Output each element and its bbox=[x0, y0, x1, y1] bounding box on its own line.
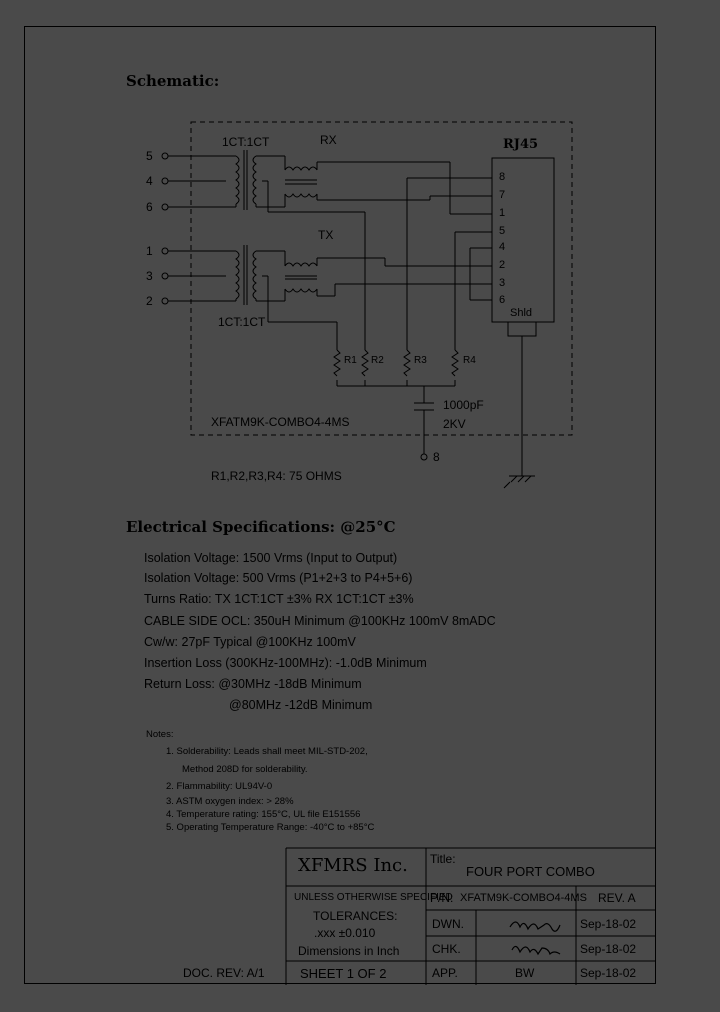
rx-label: RX bbox=[320, 133, 337, 147]
checked-label: CHK. bbox=[432, 942, 461, 956]
rj45-pin: 7 bbox=[499, 189, 506, 201]
checked-date: Sep-18-02 bbox=[580, 942, 637, 956]
pin-label: 4 bbox=[146, 174, 153, 188]
approved-label: APP. bbox=[432, 966, 458, 980]
pin-label: 3 bbox=[146, 269, 153, 283]
doc-revision: DOC. REV: A/1 bbox=[183, 966, 265, 980]
note-item: 2. Flammability: UL94V-0 bbox=[166, 781, 273, 792]
drawn-label: DWN. bbox=[432, 917, 464, 931]
note-item: 4. Temperature rating: 155°C, UL file E1… bbox=[166, 809, 361, 820]
schematic-heading: Schematic: bbox=[126, 72, 220, 90]
company-name: XFMRS Inc. bbox=[298, 855, 408, 876]
resistor-r3 bbox=[403, 349, 411, 377]
rj45-pin: 1 bbox=[499, 207, 506, 219]
pn-label: P/N: bbox=[430, 891, 454, 905]
pn-value: XFATM9K-COMBO4-4MS bbox=[460, 892, 587, 904]
resistor-r1 bbox=[333, 349, 341, 377]
drawn-signature bbox=[506, 913, 566, 937]
rj45-title: RJ45 bbox=[503, 137, 539, 152]
drawn-date: Sep-18-02 bbox=[580, 917, 637, 931]
ground-pin-label: 8 bbox=[433, 450, 440, 464]
spec-line: Insertion Loss (300KHz-100MHz): -1.0dB M… bbox=[144, 656, 427, 670]
pin-label: 1 bbox=[146, 244, 153, 258]
capacitor-voltage: 2KV bbox=[443, 417, 466, 431]
shield-label: Shld bbox=[510, 307, 533, 319]
rj45-pin: 8 bbox=[499, 171, 506, 183]
tx-label: TX bbox=[318, 228, 334, 242]
pin-label: 5 bbox=[146, 149, 153, 163]
spec-line: CABLE SIDE OCL: 350uH Minimum @100KHz 10… bbox=[144, 614, 496, 628]
ratio-label-bottom: 1CT:1CT bbox=[218, 315, 266, 329]
note-item: 5. Operating Temperature Range: -40°C to… bbox=[166, 822, 375, 833]
note-item: 1. Solderability: Leads shall meet MIL-S… bbox=[166, 746, 368, 757]
electrical-heading: Electrical Specifications: @25°C bbox=[126, 518, 396, 536]
rj45-pin: 4 bbox=[499, 241, 506, 253]
resistor-label: R1 bbox=[344, 355, 357, 366]
note-item: 3. ASTM oxygen index: > 28% bbox=[166, 796, 294, 807]
pin-label: 6 bbox=[146, 200, 153, 214]
rj45-pin: 3 bbox=[499, 277, 506, 289]
resistor-r4 bbox=[451, 349, 459, 377]
rx-choke-top bbox=[284, 166, 318, 171]
resistor-label: R2 bbox=[371, 355, 384, 366]
terminal-5 bbox=[161, 152, 169, 160]
part-label: XFATM9K-COMBO4-4MS bbox=[211, 415, 350, 429]
terminal-4 bbox=[161, 177, 169, 185]
approved-value: BW bbox=[515, 966, 535, 980]
shield-box bbox=[507, 321, 537, 337]
title-label: Title: bbox=[430, 852, 456, 866]
sheet-number: SHEET 1 OF 2 bbox=[300, 966, 387, 981]
resistor-label: R4 bbox=[463, 355, 476, 366]
tolerances-label: TOLERANCES: bbox=[313, 909, 398, 923]
spec-line: @80MHz -12dB Minimum bbox=[229, 698, 373, 712]
unless-specified: UNLESS OTHERWISE SPECIFIED bbox=[294, 892, 453, 903]
resistor-label: R3 bbox=[414, 355, 427, 366]
approved-date: Sep-18-02 bbox=[580, 966, 637, 980]
tx-transformer-primary bbox=[235, 250, 240, 300]
rx-transformer-secondary bbox=[252, 155, 257, 205]
ground-terminal bbox=[420, 453, 428, 461]
note-item: Method 208D for solderability. bbox=[182, 764, 308, 775]
resistor-r2 bbox=[361, 349, 369, 377]
rj45-pin: 2 bbox=[499, 259, 506, 271]
schematic-boundary bbox=[190, 121, 573, 436]
terminal-6 bbox=[161, 203, 169, 211]
rj45-pin: 6 bbox=[499, 294, 506, 306]
ratio-label-top: 1CT:1CT bbox=[222, 135, 270, 149]
tx-choke-top bbox=[284, 262, 318, 267]
resistor-note: R1,R2,R3,R4: 75 OHMS bbox=[211, 469, 342, 483]
checked-signature bbox=[508, 938, 568, 962]
signature-mark bbox=[509, 921, 561, 932]
spec-line: Return Loss: @30MHz -18dB Minimum bbox=[144, 677, 362, 691]
spec-line: Turns Ratio: TX 1CT:1CT ±3% RX 1CT:1CT ±… bbox=[144, 592, 414, 606]
rx-choke-bottom bbox=[284, 193, 318, 198]
terminal-3 bbox=[161, 272, 169, 280]
title-value: FOUR PORT COMBO bbox=[466, 864, 595, 879]
dimensions-unit: Dimensions in Inch bbox=[298, 944, 400, 958]
revision: REV. A bbox=[598, 891, 636, 905]
signature-mark bbox=[511, 945, 561, 956]
rj45-pin: 5 bbox=[499, 225, 506, 237]
pin-label: 2 bbox=[146, 294, 153, 308]
tx-transformer-secondary bbox=[252, 250, 257, 300]
rx-transformer-primary bbox=[235, 155, 240, 205]
terminal-2 bbox=[161, 297, 169, 305]
notes-heading: Notes: bbox=[146, 729, 174, 740]
spec-line: Isolation Voltage: 500 Vrms (P1+2+3 to P… bbox=[144, 571, 413, 585]
spec-line: Cw/w: 27pF Typical @100KHz 100mV bbox=[144, 635, 356, 649]
capacitor-value: 1000pF bbox=[443, 398, 484, 412]
tx-choke-bottom bbox=[284, 288, 318, 293]
terminal-1 bbox=[161, 247, 169, 255]
tolerance-value: .xxx ±0.010 bbox=[314, 926, 376, 940]
drawing-sheet bbox=[24, 26, 656, 984]
spec-line: Isolation Voltage: 1500 Vrms (Input to O… bbox=[144, 551, 398, 565]
